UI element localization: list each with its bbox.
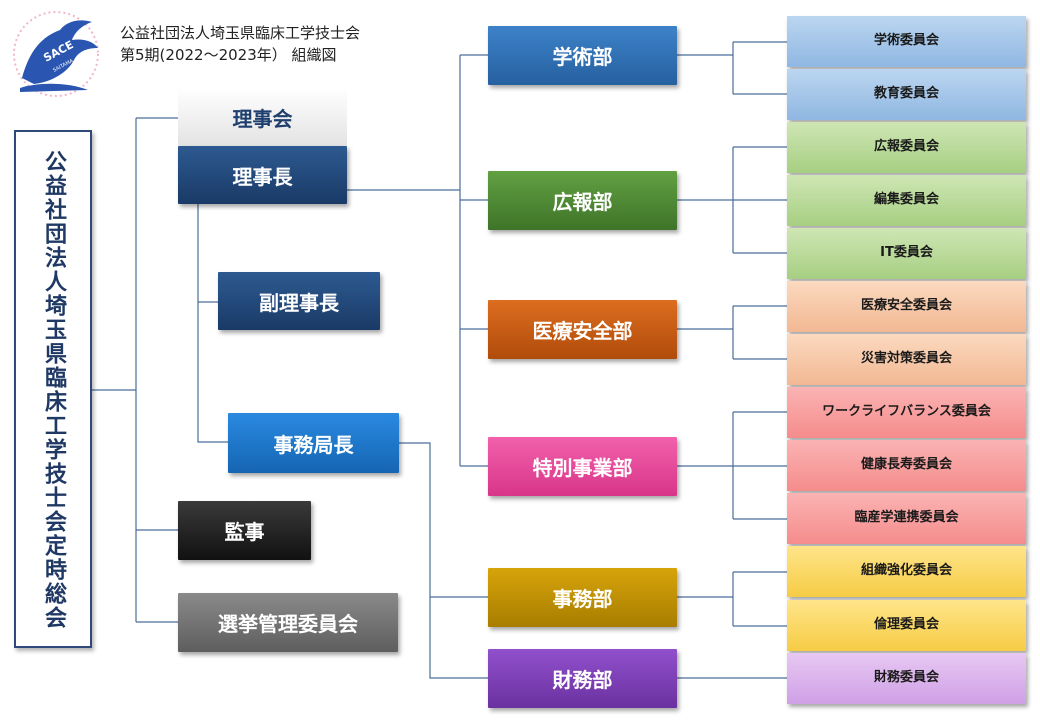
dept-special: 特別事業部 [488, 437, 677, 496]
committee-editorial: 編集委員会 [787, 175, 1026, 226]
dept-academic: 学術部 [488, 26, 677, 85]
auditor-box: 監事 [178, 501, 311, 560]
committee-disaster: 災害対策委員会 [787, 334, 1026, 385]
dept-office: 事務部 [488, 568, 677, 627]
secretary-general-box: 事務局長 [228, 413, 399, 473]
committee-ethics: 倫理委員会 [787, 600, 1026, 651]
general-assembly-box: 公益社団法人埼玉県臨床工学技士会定時総会 [14, 130, 92, 648]
committee-finance: 財務委員会 [787, 653, 1026, 704]
dove-icon [22, 20, 98, 85]
committee-education: 教育委員会 [787, 69, 1026, 120]
president-box: 理事長 [178, 146, 347, 204]
org-title: 公益社団法人埼玉県臨床工学技士会 [120, 24, 361, 42]
committee-organization: 組織強化委員会 [787, 546, 1026, 597]
committee-medical-safety: 医療安全委員会 [787, 281, 1026, 332]
vice-president-box: 副理事長 [218, 272, 380, 330]
dept-pr: 広報部 [488, 171, 677, 230]
general-assembly-label: 公益社団法人埼玉県臨床工学技士会定時総会 [41, 150, 66, 630]
committee-pr: 広報委員会 [787, 122, 1026, 173]
committee-industry-academia: 臨産学連携委員会 [787, 493, 1026, 544]
dept-safety: 医療安全部 [488, 300, 677, 359]
dept-finance: 財務部 [488, 649, 677, 708]
committee-work-life-balance: ワークライフバランス委員会 [787, 387, 1026, 438]
sace-logo: SACE SAITAMA [13, 11, 99, 97]
committee-health-longevity: 健康長寿委員会 [787, 440, 1026, 491]
board-box: 理事会 [178, 88, 347, 146]
committee-it: IT委員会 [787, 228, 1026, 279]
org-period: 第5期(2022〜2023年） 組織図 [120, 46, 337, 64]
committee-academic: 学術委員会 [787, 16, 1026, 67]
election-committee-box: 選挙管理委員会 [178, 593, 398, 652]
